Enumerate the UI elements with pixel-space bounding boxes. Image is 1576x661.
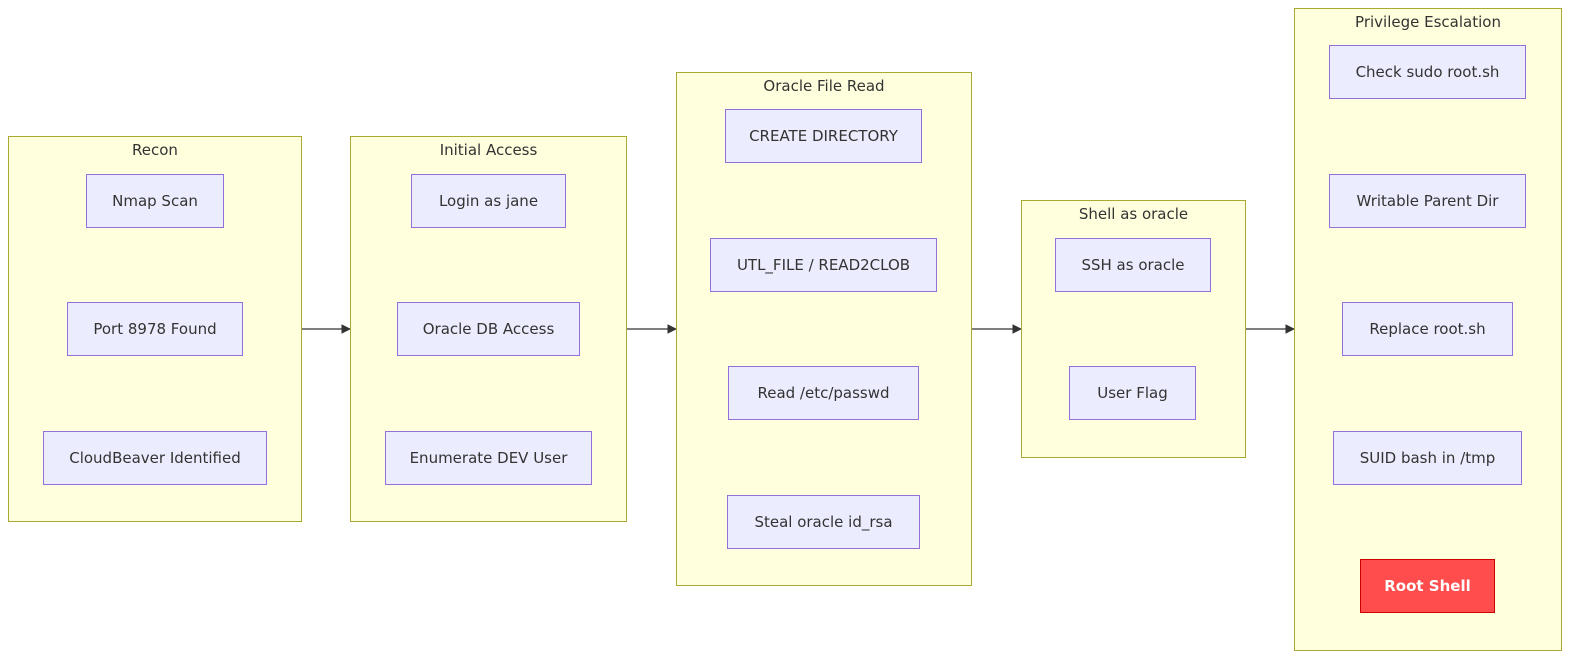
cluster-title-oracle-file-read: Oracle File Read	[763, 77, 885, 95]
cluster-title-initial-access: Initial Access	[439, 141, 538, 159]
cluster-title-recon: Recon	[132, 141, 178, 159]
node-replace-root-sh: Replace root.sh	[1342, 302, 1513, 356]
node-port-8978-found: Port 8978 Found	[67, 302, 243, 356]
node-check-sudo-root-sh: Check sudo root.sh	[1329, 45, 1526, 99]
node-read-etc-passwd: Read /etc/passwd	[728, 366, 919, 420]
node-utl-file-read2clob: UTL_FILE / READ2CLOB	[710, 238, 937, 292]
node-steal-oracle-id-rsa: Steal oracle id_rsa	[727, 495, 920, 549]
node-nmap-scan: Nmap Scan	[86, 174, 224, 228]
node-create-directory: CREATE DIRECTORY	[725, 109, 922, 163]
node-enumerate-dev-user: Enumerate DEV User	[385, 431, 592, 485]
node-ssh-as-oracle: SSH as oracle	[1055, 238, 1211, 292]
node-login-as-jane: Login as jane	[411, 174, 566, 228]
node-cloudbeaver-identified: CloudBeaver Identified	[43, 431, 267, 485]
cluster-title-shell-as-oracle: Shell as oracle	[1078, 205, 1189, 223]
cluster-privilege-escalation: Privilege Escalation	[1294, 8, 1562, 651]
node-oracle-db-access: Oracle DB Access	[397, 302, 580, 356]
node-suid-bash-in-tmp: SUID bash in /tmp	[1333, 431, 1522, 485]
node-root-shell: Root Shell	[1360, 559, 1495, 613]
node-writable-parent-dir: Writable Parent Dir	[1329, 174, 1526, 228]
cluster-title-privilege-escalation: Privilege Escalation	[1355, 13, 1501, 31]
node-user-flag: User Flag	[1069, 366, 1196, 420]
